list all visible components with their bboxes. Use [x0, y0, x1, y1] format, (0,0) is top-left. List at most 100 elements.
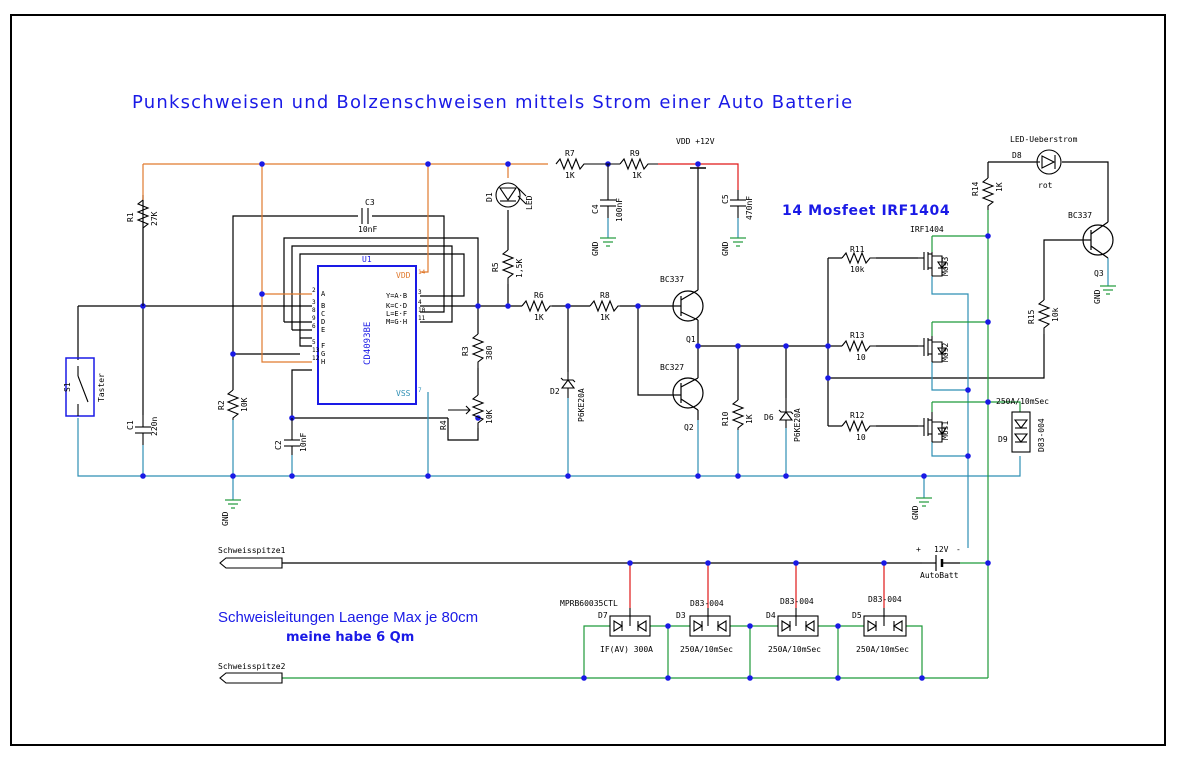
ic-ref: U1: [362, 255, 372, 264]
resistor-r7: [555, 157, 620, 171]
resistor-r3: [471, 333, 485, 368]
d9-ref: D9: [998, 435, 1008, 444]
ic-vss-label: VSS: [396, 389, 411, 398]
capacitor-c3: [361, 208, 369, 224]
resistor-r8: [589, 299, 620, 313]
ic-left-pin-number: 6: [312, 323, 316, 330]
d3-note: 250A/10mSec: [680, 645, 733, 654]
c1-val: 220n: [150, 417, 159, 436]
vdd-supply-label: VDD +12V: [676, 137, 715, 146]
r11-val: 10k: [850, 265, 865, 274]
ic-left-pin-label: H: [321, 358, 325, 366]
zener-d2: [560, 372, 576, 398]
ic-left-pin-label: A: [321, 290, 326, 298]
r7-val: 1K: [565, 171, 575, 180]
resistor-r13: [841, 339, 876, 353]
r8-val: 1K: [600, 313, 610, 322]
ground-wires: [77, 218, 1109, 548]
signal-wires: [77, 161, 1109, 564]
resistor-r2: [226, 389, 240, 420]
ic-left-pin-label: C: [321, 310, 325, 318]
capacitor-c1: [135, 415, 151, 445]
d1-val: LED: [525, 195, 534, 210]
d6-val: P6KE20A: [793, 408, 802, 442]
ic-left-pin-number: 12: [312, 355, 320, 362]
d9-val: D83-004: [1037, 418, 1046, 452]
ic-left-pin-label: G: [321, 350, 325, 358]
ic-vdd-label: VDD: [396, 271, 411, 280]
d5-ref: D5: [852, 611, 862, 620]
ic-right-pin-number: 11: [418, 315, 426, 322]
r9-val: 1K: [632, 171, 642, 180]
r10-val: 1K: [745, 414, 754, 424]
r7-ref: R7: [565, 149, 575, 158]
cable-note: Schweisleitungen Laenge Max je 80cm: [218, 609, 479, 626]
resistor-r14: [981, 177, 995, 210]
c2-val: 10nF: [299, 433, 308, 452]
ic-right-pin-label: L=E·F: [386, 310, 407, 318]
mos3-ref: Mos3: [941, 257, 950, 276]
ic-left-pin-label: D: [321, 318, 325, 326]
resistor-r10: [731, 399, 745, 430]
ic-left-pin-label: B: [321, 302, 325, 310]
drawing-frame: [10, 14, 1166, 746]
r3-ref: R3: [461, 346, 470, 356]
resistor-r9: [619, 157, 658, 171]
d4-val: D83-004: [780, 597, 814, 606]
ic-left-pin-number: 9: [312, 315, 316, 322]
c3-ref: C3: [365, 198, 375, 207]
battery-plus: +: [916, 545, 921, 554]
r13-ref: R13: [850, 331, 865, 340]
diode-pack-d5: [863, 608, 907, 637]
ic-right-pin-number: 3: [418, 289, 422, 296]
r13-val: 10: [856, 353, 866, 362]
c1-ref: C1: [126, 420, 135, 430]
resistor-r1: [136, 199, 150, 306]
d6-ref: D6: [764, 413, 774, 422]
s1-val: Taster: [97, 373, 106, 402]
mos1-ref: Mos1: [941, 421, 950, 440]
transistor-q3: [1082, 221, 1114, 259]
negative-wires: [282, 210, 1021, 679]
schematic-title: Punkschweisen und Bolzenschweisen mittel…: [132, 92, 854, 113]
d9-note: 250A/10mSec: [996, 397, 1049, 406]
port-schweisspitze2: [219, 672, 283, 684]
resistor-r6: [521, 299, 552, 313]
port-schweisspitze1: [219, 557, 283, 569]
ic-left-pin-number: 13: [312, 347, 320, 354]
q2-val: BC327: [660, 363, 684, 372]
c5-ref: C5: [721, 194, 730, 204]
r4-val: 10K: [485, 409, 494, 424]
d3-ref: D3: [676, 611, 686, 620]
port2-label: Schweisspitze2: [218, 662, 286, 671]
r6-val: 1K: [534, 313, 544, 322]
d4-note: 250A/10mSec: [768, 645, 821, 654]
r6-ref: R6: [534, 291, 544, 300]
resistor-r12: [841, 419, 876, 433]
ic-left-pin-number: 2: [312, 287, 316, 294]
d5-note: 250A/10mSec: [856, 645, 909, 654]
d3-val: D83-004: [690, 599, 724, 608]
r1-ref: R1: [126, 212, 135, 222]
mosfet-mos2: [918, 336, 948, 363]
c4-ref: C4: [591, 204, 600, 214]
ic-left-pin-label: E: [321, 326, 325, 334]
r9-ref: R9: [630, 149, 640, 158]
r5-ref: R5: [491, 262, 500, 272]
c5-val: 470nF: [745, 196, 754, 220]
r2-ref: R2: [217, 400, 226, 410]
ports: [219, 557, 283, 684]
battery-ref: 12V: [934, 545, 949, 554]
led-d1: [495, 182, 527, 208]
transistor-q2: [672, 368, 704, 420]
battery-minus: -: [956, 545, 961, 554]
gnd-label-3: GND: [721, 241, 730, 256]
vdd-wires: [142, 163, 548, 363]
transistor-q1: [672, 289, 704, 322]
resistor-r11: [841, 251, 876, 265]
r1-val: 27K: [150, 211, 159, 226]
r12-val: 10: [856, 433, 866, 442]
ic-left-pin-number: 3: [312, 299, 316, 306]
capacitor-c5: [730, 190, 746, 218]
